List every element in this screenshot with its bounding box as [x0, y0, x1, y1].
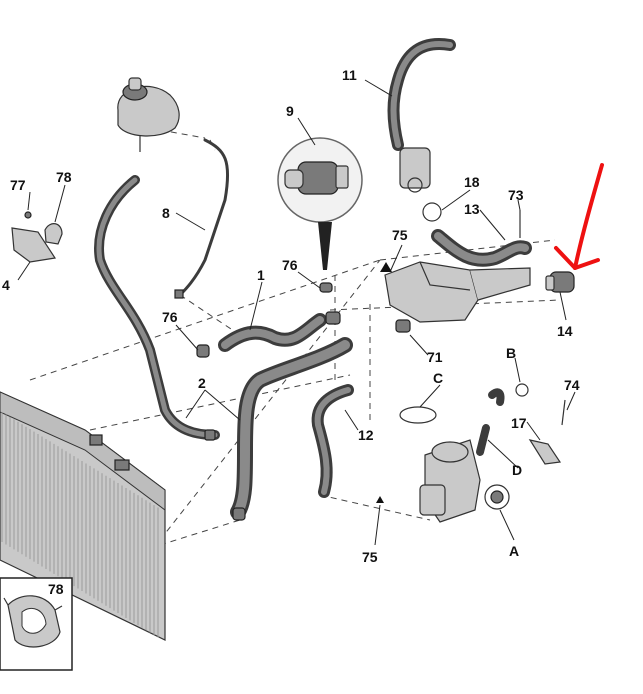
label-part-74: 74: [564, 377, 580, 393]
label-part-76-left: 76: [162, 309, 178, 325]
label-part-B: B: [506, 345, 516, 361]
clips: [11, 210, 566, 521]
expansion-tank: [117, 77, 180, 152]
seals: [399, 202, 529, 424]
label-part-D: D: [512, 462, 522, 478]
part-labels: 1 2 4 8 9 11 12 13 14 17 18 71 73 74 75 …: [2, 67, 580, 597]
label-part-73: 73: [508, 187, 524, 203]
thermostat-housing: [384, 147, 531, 323]
label-part-13: 13: [464, 201, 480, 217]
label-part-75-bottom: 75: [362, 549, 378, 565]
label-part-12: 12: [358, 427, 374, 443]
label-part-17: 17: [511, 415, 527, 431]
label-part-76-top: 76: [282, 257, 298, 273]
label-part-75-top: 75: [392, 227, 408, 243]
label-part-11: 11: [342, 67, 357, 83]
detail-box-clip-78: [0, 577, 73, 671]
label-part-78-detail: 78: [48, 581, 64, 597]
label-part-71: 71: [427, 349, 443, 365]
label-part-C: C: [433, 370, 443, 386]
label-part-8: 8: [162, 205, 170, 221]
label-part-4: 4: [2, 277, 10, 293]
sensor-detail-9: [277, 137, 363, 270]
label-part-77: 77: [10, 177, 26, 193]
label-part-A: A: [509, 543, 519, 559]
red-highlight-arrow: [554, 163, 604, 270]
hoses: [94, 38, 575, 520]
label-part-9: 9: [286, 103, 294, 119]
label-part-1: 1: [257, 267, 265, 283]
label-part-78: 78: [56, 169, 72, 185]
water-pump-assembly: [419, 439, 510, 523]
label-part-2: 2: [198, 375, 206, 391]
label-part-14: 14: [557, 323, 573, 339]
leader-lines: [17, 79, 576, 546]
label-part-18: 18: [464, 174, 480, 190]
